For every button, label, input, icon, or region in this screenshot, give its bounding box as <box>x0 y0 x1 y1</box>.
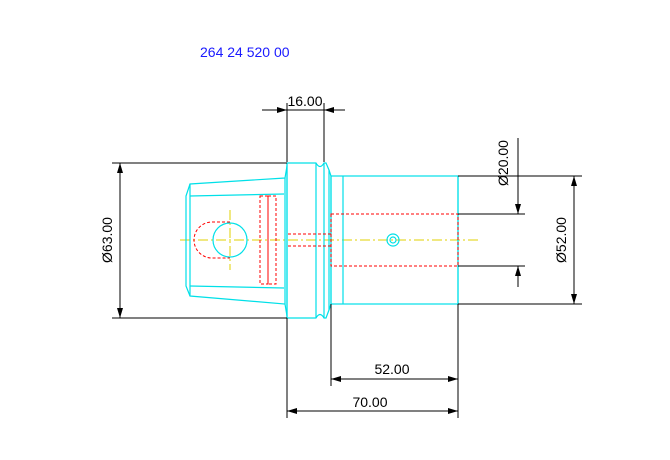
dim-16-text: 16.00 <box>287 93 322 109</box>
coolant-hole-inner <box>389 236 397 244</box>
taper-inner-bottom <box>189 285 285 289</box>
dim-63-arrow-bottom <box>117 308 123 318</box>
hidden-features <box>193 195 459 285</box>
dim-63-arrow-top <box>117 163 123 173</box>
dim-20-text: Ø20.00 <box>495 140 511 186</box>
dim-63-text: Ø63.00 <box>99 217 115 263</box>
dim-20-arrow-bottom <box>515 266 521 276</box>
cross-slot-hidden <box>193 221 230 259</box>
part-number-label: 264 24 520 00 <box>200 44 290 60</box>
dim-52dia-arrow-bottom <box>571 294 577 304</box>
dim-52dia-arrow-top <box>571 176 577 186</box>
cross-hole-circle <box>212 222 248 258</box>
dim-20-arrow-top <box>515 204 521 214</box>
dim-70-arrow-right <box>448 408 458 414</box>
dim-52-text: 52.00 <box>374 361 409 377</box>
dim-16-arrow-left <box>277 107 287 113</box>
dim-52-arrow-right <box>448 376 458 382</box>
taper-inner-top <box>189 193 285 197</box>
coolant-hole-outer <box>386 233 400 247</box>
dim-70-arrow-left <box>287 408 297 414</box>
taper-nose-outline <box>185 165 288 317</box>
main-bore-hidden <box>330 213 459 267</box>
inner-pocket-right <box>267 195 277 285</box>
dim-70-text: 70.00 <box>352 394 387 410</box>
dimensions: 16.00 Ø63.00 Ø20.00 Ø52.00 52.00 <box>99 93 582 418</box>
dim-52dia-text: Ø52.00 <box>553 217 569 263</box>
dim-52-arrow-left <box>331 376 341 382</box>
dim-16-arrow-right <box>324 107 334 113</box>
